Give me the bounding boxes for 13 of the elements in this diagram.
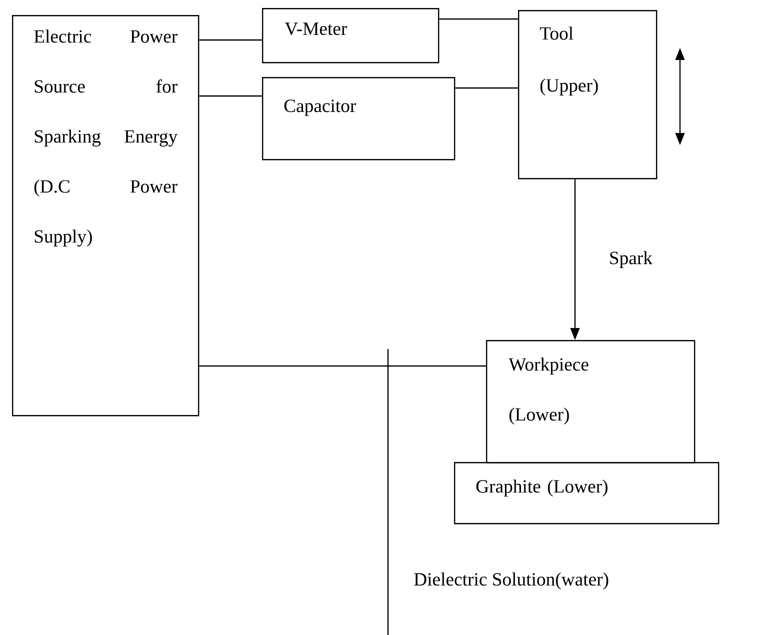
process-box: Tool (Upper) — [518, 10, 658, 180]
connector-line — [455, 87, 518, 89]
process-box: Workpiece (Lower) — [486, 340, 696, 464]
process-box: V-Meter — [262, 8, 440, 64]
process-box: Electric Power Source for Sparking Energy (D.C Power Supply) — [12, 15, 200, 416]
edge-label: Spark — [610, 251, 652, 268]
process-box: Capacitor — [262, 77, 456, 160]
connector-line — [199, 39, 262, 41]
process-box: Graphite (Lower) — [454, 462, 720, 524]
connector-line — [199, 365, 486, 367]
connector-line — [439, 18, 518, 20]
connector-line — [199, 95, 262, 97]
label-text: Dielectric Solution(water) — [414, 572, 608, 590]
